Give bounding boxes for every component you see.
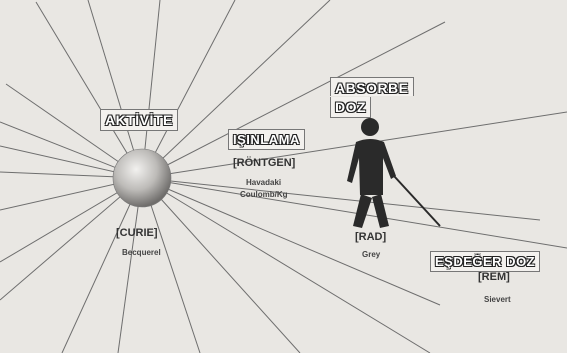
rontgen-unit-label: [RÖNTGEN]	[233, 157, 295, 169]
absorbe-label: ABSORBE	[330, 77, 414, 96]
havadaki-label: Havadaki	[246, 178, 281, 187]
becquerel-unit-label: Becquerel	[122, 248, 161, 257]
radioactive-sphere-icon	[113, 149, 171, 207]
curie-unit-label: [CURIE]	[116, 227, 158, 239]
sievert-unit-label: Sievert	[484, 295, 511, 304]
aktivite-label: AKTİVİTE	[100, 109, 178, 131]
rem-unit-label: [REM]	[478, 271, 510, 283]
isinlama-label: IŞINLAMA	[228, 129, 305, 150]
rad-unit-label: [RAD]	[355, 231, 386, 243]
grey-unit-label: Grey	[362, 250, 380, 259]
coulomb-kg-label: Coulomb/Kg	[240, 190, 288, 199]
walking-person-with-cane-icon	[347, 118, 440, 228]
esdeger-doz-label: EŞDEĞER DOZ	[430, 251, 540, 272]
doz-label: DOZ	[330, 97, 371, 118]
